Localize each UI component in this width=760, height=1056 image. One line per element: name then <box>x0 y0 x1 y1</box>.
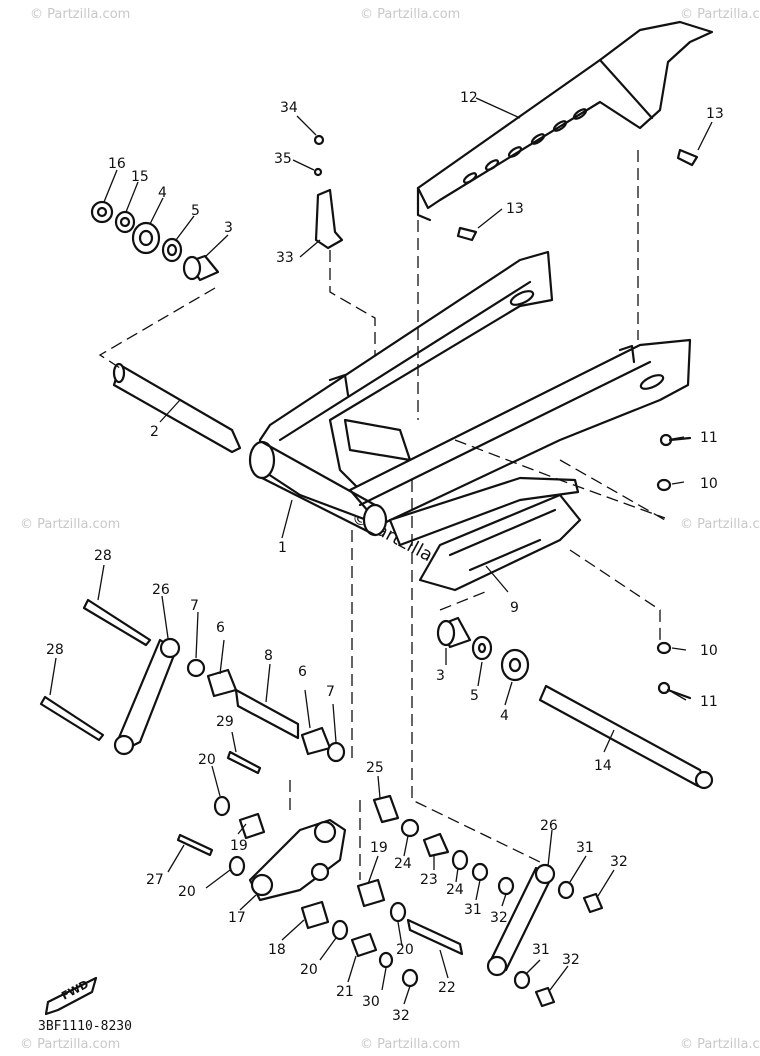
callout-32: 32 <box>392 1008 410 1024</box>
chain-guard <box>416 20 714 222</box>
callout-1: 1 <box>278 540 287 556</box>
fwd-arrow: FWD <box>44 976 98 1016</box>
callout-10: 10 <box>700 476 718 492</box>
callout-32: 32 <box>490 910 508 926</box>
callout-26: 26 <box>540 818 558 834</box>
right-connecting-rod <box>486 863 604 1008</box>
callout-20: 20 <box>396 942 414 958</box>
callout-19: 19 <box>230 838 248 854</box>
callout-32: 32 <box>562 952 580 968</box>
middle-collars <box>350 794 489 988</box>
callout-3: 3 <box>436 668 445 684</box>
relay-collars <box>186 658 346 763</box>
figure-code: 3BF1110-8230 <box>38 1019 132 1034</box>
leader-lines <box>49 97 713 1005</box>
callout-23: 23 <box>420 872 438 888</box>
callout-11: 11 <box>700 430 718 446</box>
watermark: © Partzilla.com <box>680 7 760 22</box>
watermark: © Partzilla.com <box>360 7 460 22</box>
callout-3: 3 <box>224 220 233 236</box>
callout-18: 18 <box>268 942 286 958</box>
callout-7: 7 <box>326 684 335 700</box>
callout-8: 8 <box>264 648 273 664</box>
callout-12: 12 <box>460 90 478 106</box>
assembly-lines <box>98 150 666 880</box>
callout-28: 28 <box>94 548 112 564</box>
callout-35: 35 <box>274 151 292 167</box>
callout-labels: 34 35 33 16 15 4 5 3 12 13 13 2 1 11 10 … <box>46 90 724 1024</box>
swingarm <box>248 250 692 537</box>
chain-slider <box>388 476 582 592</box>
callout-14: 14 <box>594 758 612 774</box>
callout-4: 4 <box>500 708 509 724</box>
callout-16: 16 <box>108 156 126 172</box>
callout-20: 20 <box>198 752 216 768</box>
watermark: © Partzilla.com <box>30 7 130 22</box>
watermark: © Partzilla.com <box>360 1037 460 1052</box>
relay-arm <box>176 750 349 941</box>
callout-32: 32 <box>610 854 628 870</box>
callout-20: 20 <box>300 962 318 978</box>
watermarks: © Partzilla.com © Partzilla.com © Partzi… <box>20 7 760 1052</box>
callout-4: 4 <box>158 185 167 201</box>
watermark: © Partzilla.com <box>680 517 760 532</box>
callout-22: 22 <box>438 980 456 996</box>
callout-27: 27 <box>146 872 164 888</box>
callout-13: 13 <box>506 201 524 217</box>
callout-15: 15 <box>131 169 149 185</box>
callout-28: 28 <box>46 642 64 658</box>
watermark: © Partzilla.com <box>680 1037 760 1052</box>
callout-7: 7 <box>190 598 199 614</box>
callout-34: 34 <box>280 100 298 116</box>
watermark: © Partzilla.com <box>20 517 120 532</box>
callout-6: 6 <box>216 620 225 636</box>
callout-19: 19 <box>370 840 388 856</box>
callout-20: 20 <box>178 884 196 900</box>
callout-24: 24 <box>394 856 412 872</box>
callout-11: 11 <box>700 694 718 710</box>
callout-17: 17 <box>228 910 246 926</box>
callout-31: 31 <box>464 902 482 918</box>
pivot-shaft <box>112 362 242 454</box>
callout-21: 21 <box>336 984 354 1000</box>
pivot-bearings <box>90 200 220 282</box>
callout-26: 26 <box>152 582 170 598</box>
long-bolt <box>538 684 714 790</box>
callout-29: 29 <box>216 714 234 730</box>
callout-5: 5 <box>470 688 479 704</box>
callout-10: 10 <box>700 643 718 659</box>
callout-13: 13 <box>706 106 724 122</box>
callout-2: 2 <box>150 424 159 440</box>
right-bearings <box>436 616 530 682</box>
callout-24: 24 <box>446 882 464 898</box>
slider-fasteners <box>656 433 692 700</box>
guard-bolts <box>456 148 699 242</box>
callout-5: 5 <box>191 203 200 219</box>
callout-33: 33 <box>276 250 294 266</box>
callout-9: 9 <box>510 600 519 616</box>
callout-6: 6 <box>298 664 307 680</box>
hose-bracket <box>313 134 344 250</box>
callout-31: 31 <box>532 942 550 958</box>
callout-31: 31 <box>576 840 594 856</box>
left-connecting-rod <box>39 598 181 756</box>
watermark: © Partzilla.com <box>20 1037 120 1052</box>
callout-30: 30 <box>362 994 380 1010</box>
callout-25: 25 <box>366 760 384 776</box>
